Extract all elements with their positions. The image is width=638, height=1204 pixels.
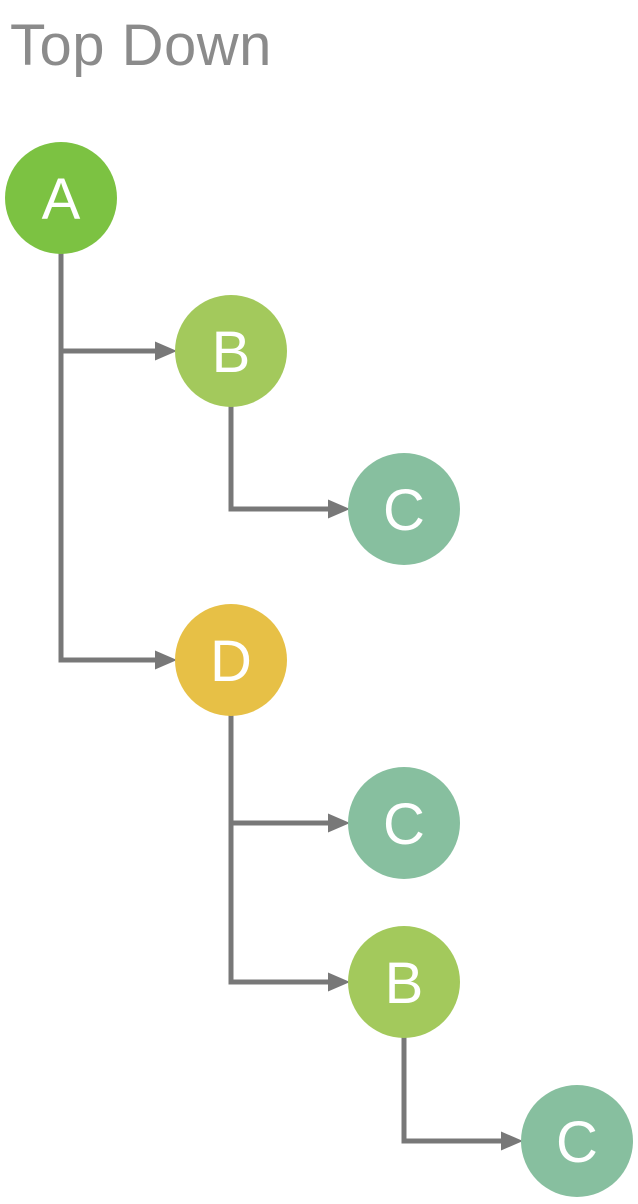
node-label: A (42, 167, 81, 232)
arrowhead-icon (501, 1131, 523, 1151)
node-circle[interactable] (5, 142, 117, 254)
arrowhead-icon (328, 813, 350, 833)
edge-A-B1 (58, 252, 177, 361)
node-circle[interactable] (175, 604, 287, 716)
tree-node-D[interactable]: D (175, 604, 287, 716)
node-circle[interactable] (348, 767, 460, 879)
tree-node-B2[interactable]: B (348, 926, 460, 1038)
tree-node-C3[interactable]: C (521, 1085, 633, 1197)
edge-line (228, 714, 332, 826)
arrowhead-icon (155, 341, 177, 361)
node-label: C (383, 478, 425, 543)
edge-B1-C1 (228, 405, 350, 519)
edge-D-B2 (228, 714, 350, 992)
node-label: C (556, 1110, 598, 1175)
edge-line (58, 252, 159, 354)
edge-A-D (58, 252, 177, 670)
tree-node-C2[interactable]: C (348, 767, 460, 879)
node-label: B (212, 320, 251, 385)
edge-D-C2 (228, 714, 350, 833)
edge-line (228, 714, 332, 985)
arrowhead-icon (328, 972, 350, 992)
arrowhead-icon (155, 650, 177, 670)
tree-node-C1[interactable]: C (348, 453, 460, 565)
diagram-title: Top Down (10, 13, 272, 78)
edge-line (401, 1036, 505, 1144)
node-label: B (385, 951, 424, 1016)
node-label: C (383, 792, 425, 857)
tree-node-B1[interactable]: B (175, 295, 287, 407)
node-circle[interactable] (348, 453, 460, 565)
node-circle[interactable] (348, 926, 460, 1038)
node-circle[interactable] (521, 1085, 633, 1197)
arrowhead-icon (328, 499, 350, 519)
tree-node-A[interactable]: A (5, 142, 117, 254)
edge-B2-C3 (401, 1036, 523, 1151)
edge-line (58, 252, 159, 663)
node-circle[interactable] (175, 295, 287, 407)
node-label: D (210, 629, 252, 694)
edge-line (228, 405, 332, 512)
